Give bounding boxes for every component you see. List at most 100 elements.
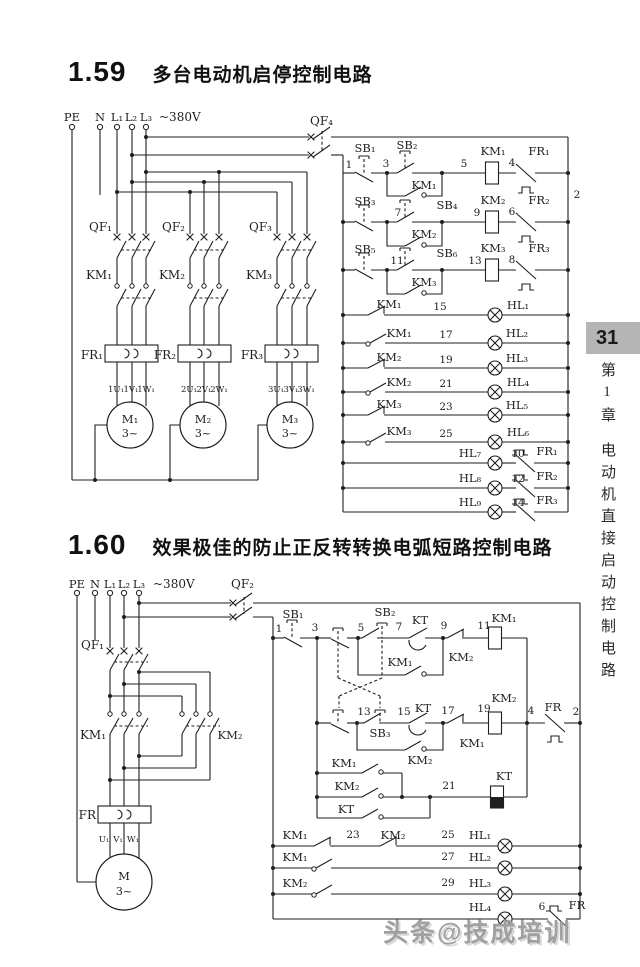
section-1-59-heading: 1.59 多台电动机启停控制电路 xyxy=(68,56,373,88)
circuit-label: 7 xyxy=(395,207,402,219)
circuit-label: HL₈ xyxy=(459,471,482,485)
circuit-label: 1V₁ xyxy=(124,385,139,395)
circuit-label: HL₆ xyxy=(507,425,530,439)
circuit-label: 2W₁ xyxy=(210,385,228,395)
circuit-label: SB₃ xyxy=(370,726,391,740)
circuit-label: 25 xyxy=(439,428,452,440)
circuit-label: FR₂ xyxy=(154,348,176,362)
circuit-label: KM₂ xyxy=(492,691,517,705)
circuit-label: V₁ xyxy=(112,835,123,845)
circuit-label: KM₃ xyxy=(377,397,402,411)
circuit-label: FR₃ xyxy=(528,241,550,255)
circuit-label: KM₁ xyxy=(460,736,485,750)
circuit-label: KT xyxy=(338,802,355,816)
chapter-label: 第1章 xyxy=(599,362,615,429)
circuit-label: 21 xyxy=(439,378,452,390)
circuit-label: 13 xyxy=(468,255,481,267)
circuit-label: SB₄ xyxy=(437,198,458,212)
circuit-label: 1U₁ xyxy=(108,385,124,395)
circuit-label: QF₄ xyxy=(310,114,333,128)
circuit-label: 21 xyxy=(442,780,455,792)
section-title: 多台电动机启停控制电路 xyxy=(152,65,373,86)
section-title: 效果极佳的防止正反转转换电弧短路控制电路 xyxy=(152,538,553,559)
circuit-label: HL₃ xyxy=(506,351,529,365)
circuit-label: U₁ xyxy=(99,835,110,845)
circuit-label: FR₂ xyxy=(528,193,549,207)
section-number: 1.59 xyxy=(68,56,127,87)
circuit-label: 2U₁ xyxy=(181,385,197,395)
circuit-label: L₃ xyxy=(140,110,153,124)
circuit-label: KT xyxy=(412,613,429,627)
circuit-label: QF₁ xyxy=(81,638,104,652)
circuit-label: HL₁ xyxy=(469,828,491,842)
circuit-label: KM₂ xyxy=(481,193,506,207)
circuit-label: 27 xyxy=(441,851,454,863)
circuit-label: FR xyxy=(569,898,586,912)
circuit-label: 3 xyxy=(383,158,390,170)
circuit-label: L₁ xyxy=(111,110,123,124)
circuit-label: PE xyxy=(64,110,80,124)
circuit-label: FR₃ xyxy=(241,348,263,362)
circuit-label: KM₁ xyxy=(492,611,517,625)
circuit-label: HL₂ xyxy=(506,326,528,340)
circuit-label: L₃ xyxy=(133,577,146,591)
circuit-label: 2 xyxy=(573,706,580,718)
circuit-label: KM₁ xyxy=(283,828,308,842)
circuit-label: HL₇ xyxy=(459,446,482,460)
circuit-label: HL₂ xyxy=(469,850,491,864)
circuit-label: SB₂ xyxy=(375,605,396,619)
circuit-label: SB₁ xyxy=(355,141,376,155)
circuit-label: L₁ xyxy=(104,577,116,591)
circuit-label: KM₂ xyxy=(218,728,243,742)
circuit-label: QF₂ xyxy=(162,220,185,234)
circuit-label: FR xyxy=(79,808,97,822)
circuit-label: 5 xyxy=(461,158,468,170)
circuit-label: KM₂ xyxy=(412,227,437,241)
circuit-label: SB₃ xyxy=(355,194,376,208)
circuit-label: 15 xyxy=(397,706,410,718)
circuit-label: 6 xyxy=(539,901,546,913)
circuit-label: W₁ xyxy=(127,835,139,845)
circuit-label: KM₁ xyxy=(332,756,357,770)
circuit-label: SB₅ xyxy=(355,242,376,256)
circuit-label: KT xyxy=(496,769,513,783)
circuit-label: KM₂ xyxy=(387,375,412,389)
watermark-text: 头条@技成培训 xyxy=(383,919,572,947)
circuit-label: 19 xyxy=(439,354,452,366)
circuit-label: 2 xyxy=(574,189,581,201)
circuit-label: 17 xyxy=(439,329,452,341)
circuit-label: 1 xyxy=(276,623,283,635)
circuit-label: KM₃ xyxy=(387,424,412,438)
section-1-60-heading: 1.60 效果极佳的防止正反转转换电弧短路控制电路 xyxy=(68,529,553,561)
circuit-label: HL₄ xyxy=(507,375,530,389)
circuit-label: 6 xyxy=(509,206,516,218)
circuit-label: 13 xyxy=(357,706,370,718)
circuit-label: FR₁ xyxy=(536,444,557,458)
circuit-label: 1W₁ xyxy=(137,385,155,395)
circuit-label: KM₃ xyxy=(481,241,506,255)
circuit-label: FR₃ xyxy=(536,493,558,507)
circuit-label: 19 xyxy=(477,703,490,715)
circuit-label: 3~ xyxy=(282,427,298,440)
circuit-label: FR xyxy=(545,700,562,714)
circuit-label: 9 xyxy=(441,620,448,632)
circuit-label: SB₆ xyxy=(437,246,458,260)
circuit-label: 2V₁ xyxy=(197,385,212,395)
circuit-label: HL₃ xyxy=(469,876,492,890)
circuit-label: ~380V xyxy=(153,577,195,591)
circuit-label: KM₂ xyxy=(449,650,474,664)
page-number: 31 xyxy=(596,326,619,349)
circuit-label: 25 xyxy=(441,829,454,841)
circuit-label: KM₂ xyxy=(159,268,185,282)
circuit-label: FR₁ xyxy=(528,144,549,158)
circuit-label: QF₂ xyxy=(231,577,254,591)
circuit-label: 8 xyxy=(509,254,516,266)
circuit-label: 11 xyxy=(477,620,490,632)
circuit-label: 9 xyxy=(474,207,481,219)
circuit-label: HL₉ xyxy=(459,495,482,509)
circuit-label: 5 xyxy=(358,622,365,634)
